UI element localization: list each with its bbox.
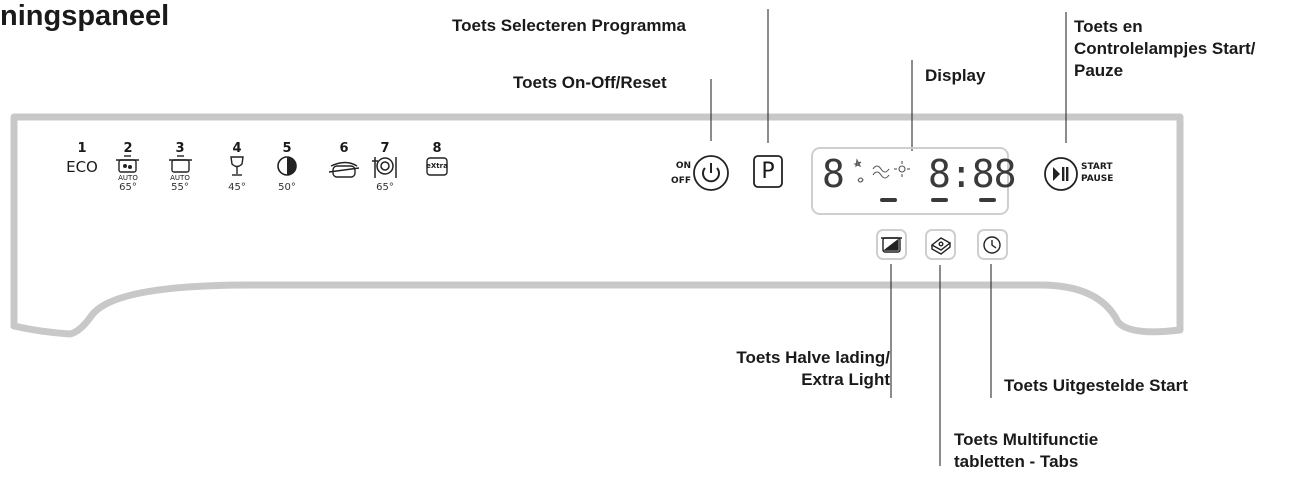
program-number: 4 [232,141,242,156]
program-2[interactable]: 2 AUTO 65° [106,141,150,194]
callout-half-load-line1: Toets Halve lading/ [736,348,890,367]
callout-multi-tabs-line2: tabletten - Tabs [954,452,1079,471]
start-pause-labels: START PAUSE [1081,161,1113,185]
program-4[interactable]: 4 45° [215,141,259,194]
on-label: ON [675,161,691,171]
program-number: 8 [432,141,442,156]
callout-start-pause-line1: Toets en [1074,17,1143,36]
display-underbars [880,198,996,202]
program-button-frame [753,155,783,188]
program-5[interactable]: 5 50° [265,141,309,194]
pot-icon [328,161,360,178]
multi-tabs-button[interactable] [926,230,955,259]
program-3[interactable]: 3 AUTO 55° [158,141,202,194]
multi-tabs-button-frame [925,229,956,260]
half-load-icon [881,237,902,253]
pot-auto-icon [116,155,139,173]
pot-auto-icon [169,155,192,173]
callout-half-load-line2: Extra Light [801,370,890,389]
program-select-button[interactable]: P [761,159,775,184]
program-label-eco: ECO [66,158,98,176]
callout-start-pause-line2: Controlelampjes Start/ [1074,39,1256,58]
on-off-reset-button[interactable] [694,156,728,190]
panel-outline [10,113,1184,338]
delayed-start-button-frame [977,229,1008,260]
half-moon-icon [277,156,297,176]
extra-icon [426,157,448,176]
callout-multi-tabs-line1: Toets Multifunctie [954,430,1099,449]
start-label: START [1081,162,1113,172]
program-number: 6 [339,141,349,156]
start-pause-button-ring [1044,157,1078,191]
plate-cutlery-icon [372,157,397,178]
tablet-icon [930,237,952,255]
program-temp: 50° [278,182,296,193]
callout-multi-tabs: Toets Multifunctie tabletten - Tabs [954,429,1098,473]
on-off-button-ring [693,155,729,191]
callout-half-load: Toets Halve lading/ Extra Light [736,347,890,391]
display-frame [811,147,1009,215]
page-title: ningspaneel [0,0,170,32]
callout-on-off-reset: Toets On-Off/Reset [513,73,667,92]
power-labels: ON OFF [669,160,691,187]
callout-delayed-start: Toets Uitgestelde Start [1004,376,1188,395]
delayed-start-button[interactable] [978,230,1007,259]
pause-label: PAUSE [1081,174,1114,184]
display-program-digit: 8 [822,152,845,196]
extra-icon-label: eXtra [426,162,448,170]
callout-start-pause: Toets en Controlelampjes Start/ Pauze [1074,16,1255,82]
start-pause-button[interactable] [1045,158,1077,190]
program-8[interactable]: 8 eXtra [415,141,459,172]
callout-start-pause-line3: Pauze [1074,61,1124,80]
half-load-button[interactable] [877,230,906,259]
program-number: 1 [77,141,87,156]
program-temp: 45° [228,182,246,193]
callout-display: Display [925,66,986,85]
program-temp: 65° [376,182,394,193]
wine-glass-icon [230,156,244,176]
half-load-button-frame [876,229,907,260]
display-indicator-icons [853,158,910,183]
program-number: 3 [175,141,185,156]
callout-program-select: Toets Selecteren Programma [452,16,686,35]
program-1[interactable]: 1 ECO [60,141,104,176]
program-7[interactable]: 7 65° [363,141,407,194]
power-icon [702,163,720,183]
program-temp: 55° [171,182,189,193]
program-sub-auto: AUTO [118,174,138,182]
play-pause-icon [1053,167,1069,181]
clock-icon [983,236,1001,254]
program-6[interactable]: 6 [322,141,366,157]
off-label: OFF [671,176,691,186]
program-number: 7 [380,141,390,156]
display-time: 8:88 [928,152,1017,196]
program-number: 5 [282,141,292,156]
program-number: 2 [123,141,133,156]
program-sub-auto: AUTO [170,174,190,182]
program-temp: 65° [119,182,137,193]
